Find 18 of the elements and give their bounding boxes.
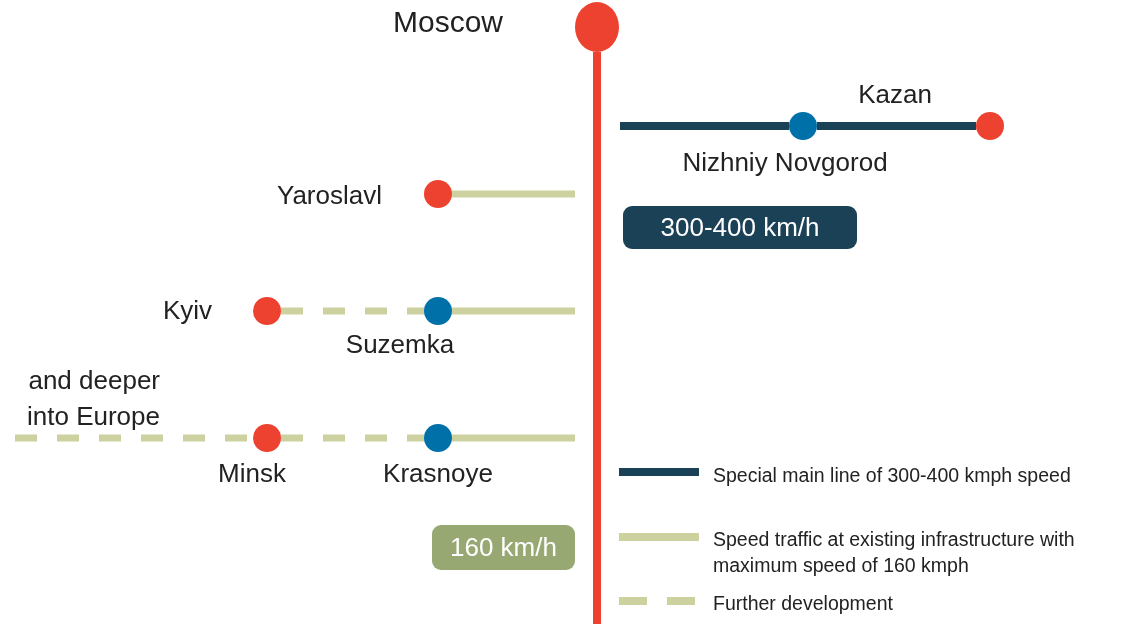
rail-line — [593, 52, 601, 624]
legend-text: Further development — [713, 591, 894, 616]
legend-text: Speed traffic at existing infrastructure with maximum speed of 160 kmph — [713, 527, 1076, 578]
rail-line — [817, 122, 976, 130]
city-label: Krasnoye — [383, 459, 493, 489]
city-label: Moscow — [392, 4, 503, 40]
speed-badge: 300-400 km/h — [623, 206, 857, 249]
legend-text: Special main line of 300-400 kmph speed — [713, 463, 1072, 488]
city-label: Kazan — [858, 80, 932, 110]
city-label: Minsk — [218, 459, 286, 489]
rail-line — [281, 434, 424, 442]
city-label: Yaroslavl — [277, 181, 382, 211]
city-label: Kyiv — [162, 296, 212, 326]
city-label: Nizhniy Novgorod — [682, 148, 888, 178]
speed-badge: 160 km/h — [432, 525, 575, 570]
destination-label: and deeper into Europe — [2, 362, 160, 434]
city-label: Suzemka — [345, 330, 455, 360]
rail-line — [281, 307, 424, 315]
